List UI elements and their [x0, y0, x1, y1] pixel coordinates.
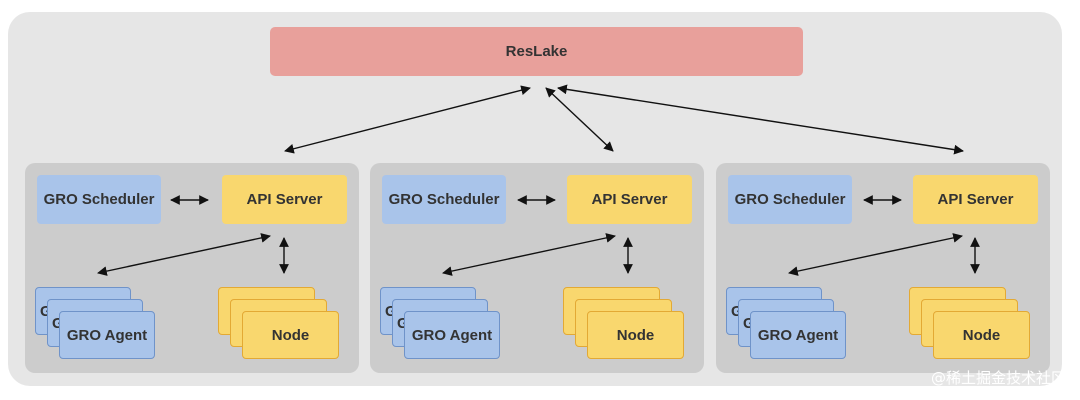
gro-agent-mid-label: G [397, 314, 409, 332]
arrow-reslake-cluster2 [545, 87, 614, 152]
watermark: @稀土掘金技术社区 [930, 369, 1066, 387]
gro-agent-back-label: G [40, 302, 52, 320]
gro-scheduler-box: GRO Scheduler [382, 175, 506, 224]
api-server-box: API Server [222, 175, 347, 224]
gro-scheduler-label: GRO Scheduler [43, 191, 155, 208]
cluster-1: GRO Scheduler API Server G G GRO Agent N… [25, 163, 359, 373]
gro-agent-mid-label: G [743, 314, 755, 332]
node-label: Node [616, 326, 655, 344]
gro-agent-label: GRO Agent [411, 326, 493, 344]
gro-scheduler-label: GRO Scheduler [388, 191, 500, 208]
arrow-reslake-cluster1 [284, 85, 531, 154]
reslake-box: ResLake [270, 27, 803, 76]
gro-agent-back-label: G [385, 302, 397, 320]
node-label: Node [962, 326, 1001, 344]
arrow-api-agent-3 [788, 233, 963, 276]
gro-agent-mid-label: G [52, 314, 64, 332]
node-box: Node [933, 311, 1030, 359]
cluster-2: GRO Scheduler API Server G G GRO Agent N… [370, 163, 704, 373]
gro-scheduler-label: GRO Scheduler [734, 191, 846, 208]
arrow-api-agent-1 [97, 233, 271, 276]
api-server-label: API Server [937, 191, 1014, 208]
gro-agent-label: GRO Agent [66, 326, 148, 344]
node-box: Node [242, 311, 339, 359]
node-box: Node [587, 311, 684, 359]
gro-scheduler-box: GRO Scheduler [728, 175, 852, 224]
gro-scheduler-box: GRO Scheduler [37, 175, 161, 224]
api-server-label: API Server [591, 191, 668, 208]
gro-agent-box: GRO Agent [750, 311, 846, 359]
api-server-label: API Server [246, 191, 323, 208]
api-server-box: API Server [567, 175, 692, 224]
gro-agent-label: GRO Agent [757, 326, 839, 344]
arrow-api-agent-2 [442, 233, 616, 276]
api-server-box: API Server [913, 175, 1038, 224]
node-label: Node [271, 326, 310, 344]
gro-agent-back-label: G [731, 302, 743, 320]
gro-agent-box: GRO Agent [59, 311, 155, 359]
reslake-label: ResLake [505, 43, 568, 60]
gro-agent-box: GRO Agent [404, 311, 500, 359]
arrow-reslake-cluster3 [557, 84, 964, 155]
